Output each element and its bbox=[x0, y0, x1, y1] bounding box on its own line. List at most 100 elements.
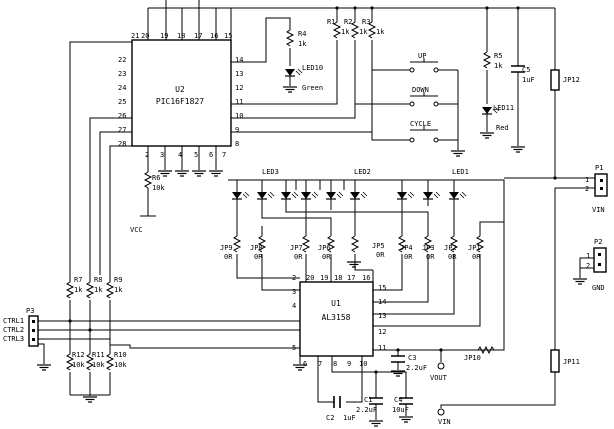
svg-text:0R: 0R bbox=[322, 253, 331, 261]
svg-text:R10: R10 bbox=[114, 351, 127, 359]
svg-text:R7: R7 bbox=[74, 276, 82, 284]
capacitor-c2: C2 1uF bbox=[317, 356, 363, 422]
led-led10: LED10 Green bbox=[282, 64, 323, 93]
svg-text:R5: R5 bbox=[494, 52, 502, 60]
svg-text:7: 7 bbox=[222, 151, 226, 159]
svg-text:C1: C1 bbox=[364, 396, 372, 404]
led-bank-2 bbox=[300, 180, 368, 200]
svg-text:2: 2 bbox=[585, 185, 589, 193]
svg-text:10: 10 bbox=[359, 360, 367, 368]
svg-text:R1: R1 bbox=[327, 18, 335, 26]
svg-text:R8: R8 bbox=[94, 276, 102, 284]
svg-text:11: 11 bbox=[235, 98, 243, 106]
svg-text:21: 21 bbox=[131, 32, 139, 40]
label-led1: LED1 bbox=[452, 168, 469, 176]
svg-text:26: 26 bbox=[118, 112, 126, 120]
led-bank-1 bbox=[396, 180, 467, 200]
svg-text:3: 3 bbox=[160, 151, 164, 159]
svg-text:R3: R3 bbox=[362, 18, 370, 26]
svg-text:JP11: JP11 bbox=[563, 358, 580, 366]
svg-text:VIN: VIN bbox=[592, 206, 605, 214]
svg-text:27: 27 bbox=[118, 126, 126, 134]
svg-text:JP3: JP3 bbox=[422, 244, 435, 252]
svg-text:23: 23 bbox=[118, 70, 126, 78]
label-led2: LED2 bbox=[354, 168, 371, 176]
svg-text:14: 14 bbox=[235, 56, 243, 64]
svg-text:2: 2 bbox=[292, 274, 296, 282]
svg-text:C3: C3 bbox=[408, 354, 416, 362]
svg-text:1k: 1k bbox=[114, 286, 123, 294]
svg-text:11: 11 bbox=[378, 344, 386, 352]
svg-text:VIN: VIN bbox=[438, 418, 451, 426]
svg-text:JP10: JP10 bbox=[464, 354, 481, 362]
led-bank-3 bbox=[231, 180, 299, 200]
svg-text:0R: 0R bbox=[404, 253, 413, 261]
svg-text:1uF: 1uF bbox=[522, 76, 535, 84]
capacitor-c5: C5 1uF bbox=[510, 8, 535, 153]
svg-text:LED11: LED11 bbox=[493, 104, 514, 112]
button-down: DOWN bbox=[355, 86, 458, 107]
svg-text:2: 2 bbox=[586, 262, 590, 270]
svg-text:18: 18 bbox=[334, 274, 342, 282]
u1-part: AL3158 bbox=[322, 313, 351, 322]
svg-text:19: 19 bbox=[320, 274, 328, 282]
svg-text:6: 6 bbox=[209, 151, 213, 159]
resistor-r10: R10 10k bbox=[105, 345, 127, 395]
svg-text:17: 17 bbox=[194, 32, 202, 40]
svg-text:10k: 10k bbox=[92, 361, 105, 369]
svg-text:15: 15 bbox=[224, 32, 232, 40]
svg-text:17: 17 bbox=[347, 274, 355, 282]
svg-text:0R: 0R bbox=[472, 253, 481, 261]
svg-text:R6: R6 bbox=[152, 174, 160, 182]
svg-text:JP7: JP7 bbox=[290, 244, 303, 252]
svg-text:P3: P3 bbox=[26, 307, 34, 315]
svg-text:VOUT: VOUT bbox=[430, 374, 448, 382]
svg-text:6: 6 bbox=[303, 360, 307, 368]
svg-text:GND: GND bbox=[592, 284, 605, 292]
svg-text:13: 13 bbox=[378, 312, 386, 320]
svg-text:12: 12 bbox=[235, 84, 243, 92]
svg-text:R4: R4 bbox=[298, 30, 306, 38]
svg-text:10k: 10k bbox=[114, 361, 127, 369]
svg-text:UP: UP bbox=[418, 52, 426, 60]
svg-text:2.2uF: 2.2uF bbox=[406, 364, 427, 372]
svg-text:20: 20 bbox=[306, 274, 314, 282]
svg-text:P2: P2 bbox=[594, 238, 602, 246]
svg-text:1k: 1k bbox=[74, 286, 83, 294]
svg-text:JP5: JP5 bbox=[372, 242, 385, 250]
net-vin: VIN bbox=[437, 405, 451, 426]
svg-text:4: 4 bbox=[292, 302, 296, 310]
svg-text:1: 1 bbox=[585, 176, 589, 184]
svg-text:20: 20 bbox=[141, 32, 149, 40]
resistor-r11: R11 10k bbox=[85, 345, 105, 395]
svg-text:CTRL2: CTRL2 bbox=[3, 326, 24, 334]
svg-text:1uF: 1uF bbox=[343, 414, 356, 422]
svg-text:8: 8 bbox=[333, 360, 337, 368]
svg-text:5: 5 bbox=[194, 151, 198, 159]
connector-p3: P3 CTRL1 CTRL2 CTRL3 bbox=[3, 307, 52, 371]
svg-text:1k: 1k bbox=[359, 28, 368, 36]
svg-text:19: 19 bbox=[160, 32, 168, 40]
svg-text:R2: R2 bbox=[344, 18, 352, 26]
svg-text:2.2uF: 2.2uF bbox=[356, 406, 377, 414]
svg-text:0R: 0R bbox=[254, 253, 263, 261]
resistor-r4: R4 1k bbox=[231, 17, 307, 66]
svg-text:R11: R11 bbox=[92, 351, 105, 359]
svg-text:C5: C5 bbox=[522, 66, 530, 74]
svg-text:15: 15 bbox=[378, 284, 386, 292]
svg-text:LED10: LED10 bbox=[302, 64, 323, 72]
svg-text:1k: 1k bbox=[341, 28, 350, 36]
resistor-r2: R2 1k bbox=[231, 8, 368, 119]
svg-text:1: 1 bbox=[586, 252, 590, 260]
svg-text:DOWN: DOWN bbox=[412, 86, 429, 94]
svg-text:3: 3 bbox=[292, 288, 296, 296]
svg-text:0R: 0R bbox=[294, 253, 303, 261]
svg-text:R12: R12 bbox=[72, 351, 85, 359]
svg-text:13: 13 bbox=[235, 70, 243, 78]
svg-text:14: 14 bbox=[378, 298, 386, 306]
svg-text:22: 22 bbox=[118, 56, 126, 64]
svg-text:CYCLE: CYCLE bbox=[410, 120, 431, 128]
svg-text:10k: 10k bbox=[72, 361, 85, 369]
resistor-r1: R1 1k bbox=[231, 8, 350, 105]
